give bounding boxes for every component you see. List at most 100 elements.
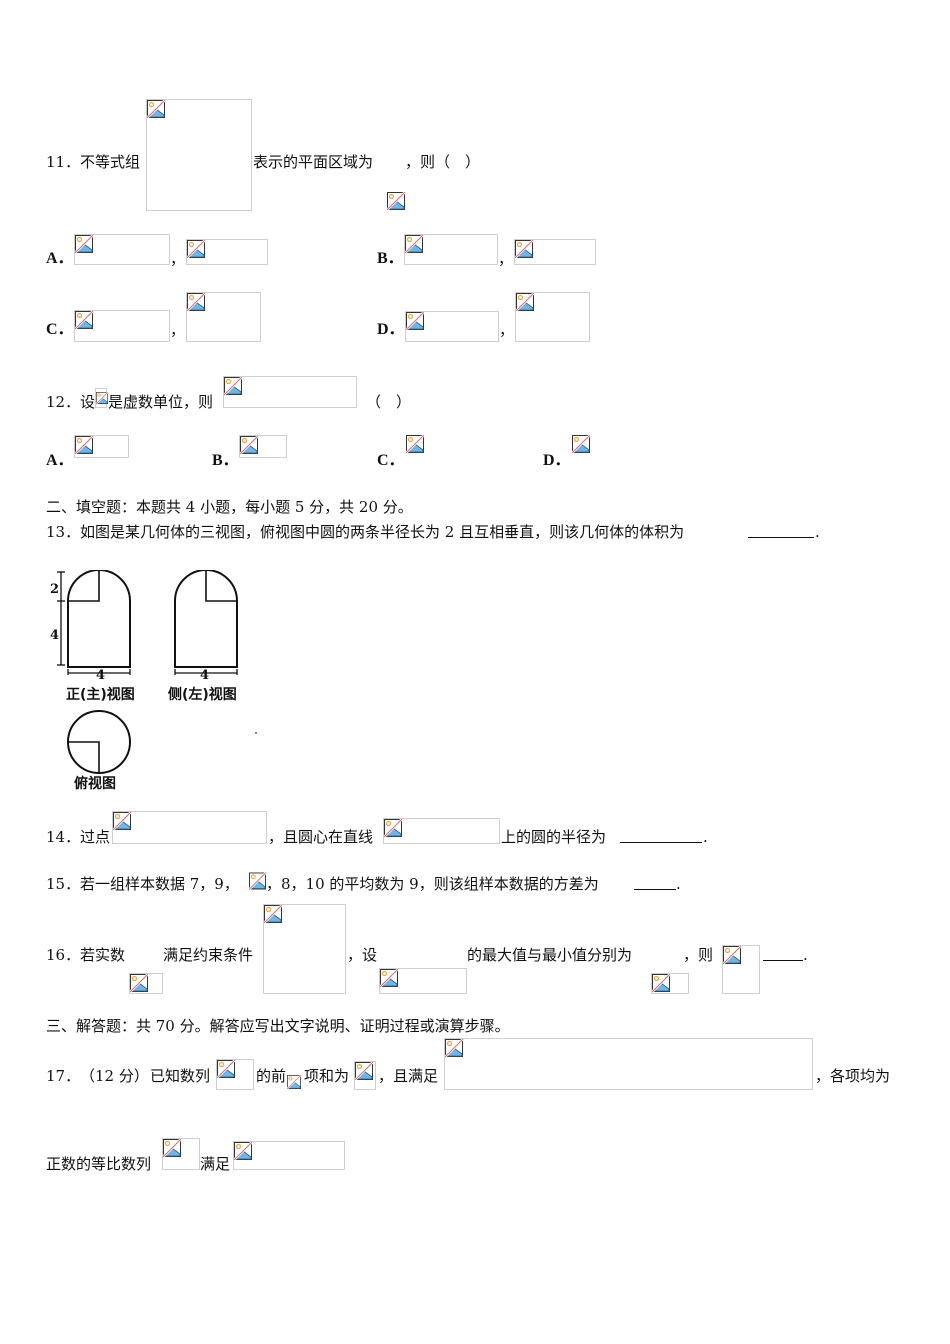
region-symbol-image	[387, 192, 407, 212]
question-number: 17．	[46, 1067, 81, 1085]
question-text: 满足	[200, 1155, 231, 1173]
answer-blank[interactable]	[763, 946, 803, 961]
broken-image-icon	[187, 240, 205, 258]
question-text: 设	[80, 393, 96, 411]
question-text: ，则（ ）	[405, 153, 481, 171]
broken-image-icon	[515, 240, 533, 258]
sequence-b-image	[162, 1138, 200, 1170]
points-image	[112, 811, 267, 844]
option-c-label[interactable]: C．	[377, 452, 405, 469]
expression-image	[722, 945, 760, 994]
sum-sn-image	[354, 1061, 376, 1090]
section-heading-fill-in: 二、填空题：本题共 4 小题，每小题 5 分，共 20 分。	[46, 498, 413, 516]
question-text: 上的圆的半径为	[501, 828, 607, 846]
question-number: 13．	[46, 523, 81, 541]
question-text: 正数的等比数列	[46, 1155, 152, 1173]
broken-image-icon	[224, 377, 242, 395]
line-equation-image	[383, 818, 500, 844]
option-b-label[interactable]: B．	[377, 250, 404, 267]
variables-image	[129, 973, 163, 994]
dimension-4-side-width: 4	[200, 668, 210, 683]
constraints-image	[263, 904, 346, 994]
option-c-image[interactable]	[406, 435, 426, 458]
option-c-label[interactable]: C．	[46, 321, 74, 338]
question-number: 12．	[46, 393, 81, 411]
section-heading-solutions: 三、解答题：共 70 分。解答应写出文字说明、证明过程或演算步骤。	[46, 1017, 510, 1035]
option-d-label[interactable]: D．	[543, 452, 571, 469]
broken-image-icon	[234, 1142, 252, 1160]
front-view-label: 正(主)视图	[66, 687, 135, 703]
option-d-image-2[interactable]	[515, 292, 590, 342]
option-d-image[interactable]	[572, 435, 592, 458]
question-text: 项和为	[304, 1067, 350, 1085]
complex-expression-image	[223, 376, 357, 408]
question-text: ，且圆心在直线	[268, 828, 374, 846]
separator: ，	[498, 250, 514, 268]
broken-image-icon	[384, 819, 402, 837]
question-number: 15．	[46, 875, 81, 893]
question-number: 16．	[46, 946, 81, 964]
answer-blank[interactable]	[634, 875, 676, 890]
period: .	[703, 828, 708, 846]
unknown-value-image	[249, 872, 266, 892]
objective-function-image	[379, 968, 467, 994]
dimension-4-height: 4	[50, 628, 60, 643]
broken-image-icon	[249, 872, 266, 890]
option-a-image-2[interactable]	[186, 239, 268, 265]
question-text: （ ）	[366, 393, 412, 411]
broken-image-icon	[75, 235, 93, 253]
question-text: 过点	[80, 828, 111, 846]
separator: ，	[499, 321, 515, 339]
option-b-label[interactable]: B．	[212, 452, 239, 469]
option-c-image-2[interactable]	[186, 292, 261, 342]
option-b-image-2[interactable]	[514, 239, 596, 265]
broken-image-icon	[387, 192, 405, 210]
stray-dot	[255, 732, 257, 734]
sequence-b-condition-image	[233, 1141, 345, 1170]
sequence-a-image	[216, 1059, 254, 1090]
side-view-label: 侧(左)视图	[168, 687, 237, 703]
answer-blank[interactable]	[748, 523, 814, 538]
broken-image-icon	[130, 974, 148, 992]
question-text: 已知数列	[150, 1067, 211, 1085]
option-d-label[interactable]: D．	[377, 321, 405, 338]
broken-image-icon	[264, 905, 282, 923]
broken-image-icon	[187, 293, 205, 311]
option-b-image-1[interactable]	[404, 234, 498, 265]
top-view-figure	[67, 710, 131, 774]
question-text: 如图是某几何体的三视图，俯视图中圆的两条半径长为 2 且互相垂直，则该几何体的体…	[80, 523, 685, 541]
option-a-label[interactable]: A．	[46, 452, 74, 469]
broken-image-icon	[113, 812, 131, 830]
dimension-2: 2	[50, 582, 60, 597]
broken-image-icon	[96, 389, 108, 407]
question-text: ，则	[683, 946, 714, 964]
question-number: 11．	[46, 153, 81, 171]
broken-image-icon	[287, 1074, 301, 1090]
broken-image-icon	[217, 1060, 235, 1078]
question-text: ，且满足	[378, 1067, 439, 1085]
option-d-image-1[interactable]	[405, 311, 499, 342]
broken-image-icon	[380, 969, 398, 987]
imaginary-unit-image	[95, 388, 107, 408]
question-text: 不等式组	[80, 153, 141, 171]
question-text: 若实数	[80, 946, 126, 964]
question-text: ，设	[347, 946, 378, 964]
question-text: 若一组样本数据 7，9，	[80, 875, 239, 893]
option-a-label[interactable]: A．	[46, 250, 74, 267]
dimension-4-front-width: 4	[96, 668, 106, 683]
question-text: 表示的平面区域为	[253, 153, 374, 171]
broken-image-icon	[75, 436, 93, 454]
broken-image-icon	[406, 435, 424, 453]
option-c-image-1[interactable]	[74, 310, 170, 342]
question-text: 的前	[256, 1067, 287, 1085]
option-a-image[interactable]	[74, 435, 129, 458]
option-b-image[interactable]	[239, 435, 287, 458]
broken-image-icon	[572, 435, 590, 453]
broken-image-icon	[406, 312, 424, 330]
option-a-image-1[interactable]	[74, 234, 170, 265]
question-number: 14．	[46, 828, 81, 846]
question-text: 满足约束条件	[163, 946, 254, 964]
answer-blank[interactable]	[620, 828, 702, 843]
separator: ，	[170, 250, 186, 268]
broken-image-icon	[147, 100, 165, 118]
